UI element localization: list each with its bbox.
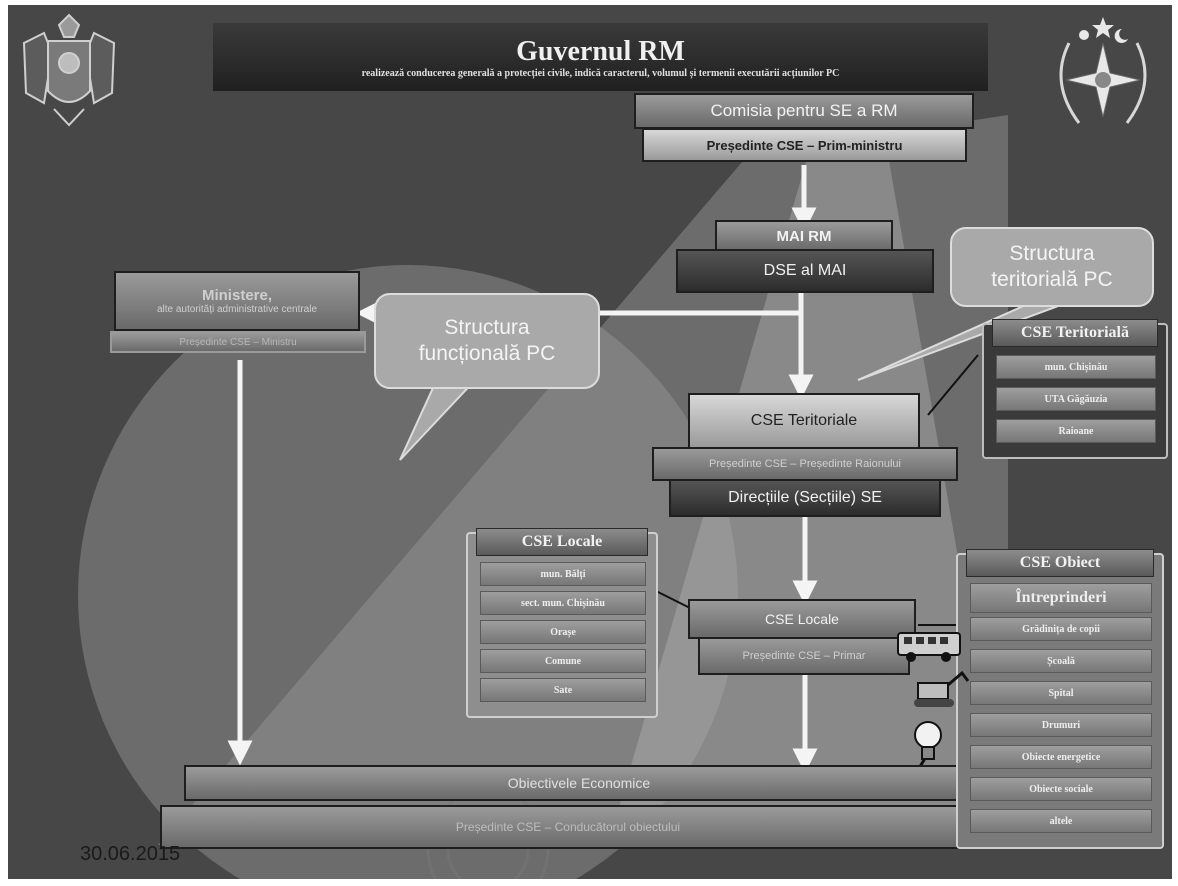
list-item: Sate bbox=[480, 678, 646, 702]
list-item: Școală bbox=[970, 649, 1152, 673]
list-item: mun. Chișinău bbox=[996, 355, 1156, 379]
list-item: Orașe bbox=[480, 620, 646, 644]
cse-locale-box: CSE Locale bbox=[688, 599, 916, 639]
ministere-title: Ministere, bbox=[201, 287, 273, 304]
list-item: Obiecte sociale bbox=[970, 777, 1152, 801]
directiile-box: Direcțiile (Secțiile) SE bbox=[669, 479, 941, 517]
dse-mai-box: DSE al MAI bbox=[676, 249, 934, 293]
excavator-icon bbox=[914, 670, 970, 707]
panel-cse-locale: CSE Locale mun. Bălți sect. mun. Chișină… bbox=[466, 528, 658, 718]
lightbulb-icon bbox=[914, 721, 942, 760]
list-item: Comune bbox=[480, 649, 646, 673]
list-item: mun. Bălți bbox=[480, 562, 646, 586]
obiective-economice-box: Obiectivele Economice bbox=[184, 765, 974, 801]
panel-obiect-title: CSE Obiect bbox=[966, 549, 1154, 577]
ministere-presedinte-box: Președinte CSE – Ministru bbox=[110, 331, 366, 353]
list-item: UTA Găgăuzia bbox=[996, 387, 1156, 411]
list-item: Obiecte energetice bbox=[970, 745, 1152, 769]
presedinte-cse-box: Președinte CSE – Prim-ministru bbox=[642, 128, 967, 162]
panel-locale-title: CSE Locale bbox=[476, 528, 648, 556]
list-item: sect. mun. Chișinău bbox=[480, 591, 646, 615]
list-item: Grădinița de copii bbox=[970, 617, 1152, 641]
callout-functional-line1: Structura bbox=[444, 315, 530, 339]
protection-emblem-icon bbox=[1059, 17, 1147, 124]
page-subtitle: realizează conducerea generală a protecț… bbox=[361, 67, 840, 79]
bus-icon bbox=[897, 632, 961, 662]
presedinte-teritoriale-box: Președinte CSE – Președinte Raionului bbox=[652, 447, 958, 481]
presedinte-obiect-box: Președinte CSE – Conducătorul obiectului bbox=[160, 805, 976, 849]
cse-teritoriale-box: CSE Teritoriale bbox=[688, 393, 920, 449]
page-title: Guvernul RM bbox=[516, 35, 685, 67]
presedinte-locale-box: Președinte CSE – Primar bbox=[698, 637, 910, 675]
callout-structura-functionala: Structura funcțională PC bbox=[374, 293, 600, 389]
callout-functional-line2: funcțională PC bbox=[418, 342, 556, 365]
panel-cse-obiect: CSE Obiect Întreprinderi Grădinița de co… bbox=[956, 549, 1164, 849]
panel-teritoriala-title: CSE Teritorială bbox=[992, 319, 1158, 347]
ministere-box: Ministere, alte autorități administrativ… bbox=[114, 271, 360, 331]
callout-territorial-line1: Structura bbox=[1009, 241, 1095, 265]
list-item: Întreprinderi bbox=[970, 583, 1152, 613]
slide: Guvernul RM realizează conducerea genera… bbox=[8, 5, 1172, 879]
slide-date: 30.06.2015 bbox=[80, 843, 181, 865]
list-item: Drumuri bbox=[970, 713, 1152, 737]
header-banner: Guvernul RM realizează conducerea genera… bbox=[213, 23, 988, 91]
callout-structura-teritoriala: Structura teritorială PC bbox=[950, 227, 1154, 307]
list-item: Raioane bbox=[996, 419, 1156, 443]
coat-of-arms-icon bbox=[22, 13, 116, 127]
list-item: Spital bbox=[970, 681, 1152, 705]
ministere-subtitle: alte autorități administrative centrale bbox=[156, 304, 318, 315]
panel-cse-teritoriala: CSE Teritorială mun. Chișinău UTA Găgăuz… bbox=[982, 319, 1168, 459]
list-item: altele bbox=[970, 809, 1152, 833]
callout-territorial-line2: teritorială PC bbox=[991, 268, 1113, 291]
